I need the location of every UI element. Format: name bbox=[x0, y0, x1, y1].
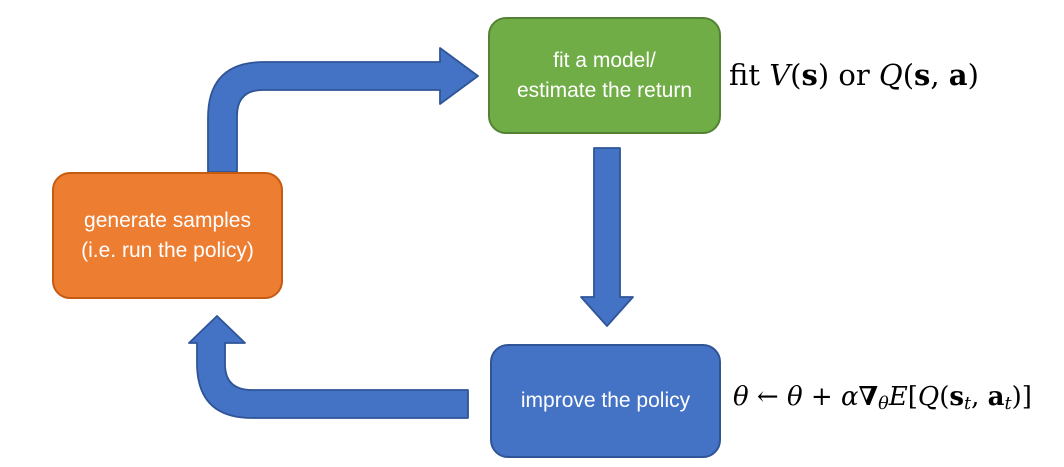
annotation-policy-gradient-update: θ ← θ + α∇θE[Q(st, at)] bbox=[733, 382, 1032, 414]
node-fit-model-line1: fit a model/ bbox=[553, 48, 656, 72]
arrow-generate-to-fit bbox=[207, 47, 479, 173]
node-fit-model-line2: estimate the return bbox=[516, 78, 693, 102]
node-generate-samples: generate samples (i.e. run the policy) bbox=[52, 172, 283, 299]
node-generate-samples-line2: (i.e. run the policy) bbox=[81, 238, 254, 262]
node-generate-samples-line1: generate samples bbox=[84, 208, 251, 232]
node-improve-policy: improve the policy bbox=[490, 344, 721, 458]
arrow-improve-to-generate bbox=[188, 315, 469, 419]
annotation-fit-value-function: fit V(s) or Q(s, a) bbox=[729, 58, 979, 92]
node-improve-policy-line1: improve the policy bbox=[520, 389, 691, 412]
node-fit-model: fit a model/ estimate the return bbox=[488, 17, 721, 134]
arrow-fit-to-improve bbox=[580, 147, 634, 327]
